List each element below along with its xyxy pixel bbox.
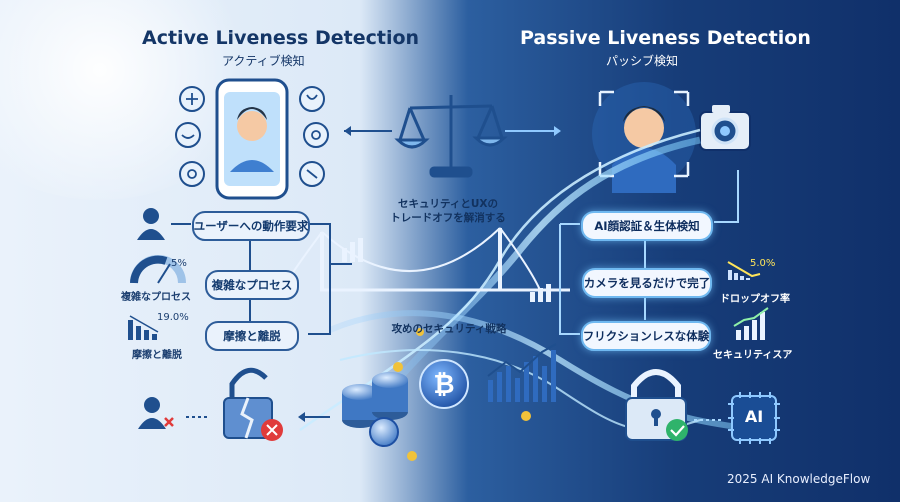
passive-step-2: カメラを見るだけで完了: [582, 268, 712, 298]
active-title: Active Liveness Detection: [142, 27, 420, 49]
gold-coin-icons: [393, 328, 531, 461]
passive-stat-1-label: ドロップオフ率: [720, 294, 790, 305]
active-stat-1-label: 複雑なプロセス: [121, 292, 191, 303]
bar-chart-icon: [342, 238, 551, 302]
right-flow-lines: [559, 170, 739, 335]
camera-icon: [699, 105, 751, 151]
security-score-chart-icon: [733, 307, 769, 340]
face-scan-icon: [592, 82, 696, 193]
passive-step-1: AI顔認証＆生体検知: [581, 211, 713, 241]
passive-subtitle: パッシブ検知: [606, 54, 679, 68]
secure-lock-icon: [625, 369, 688, 441]
active-step-1: ユーザーへの動作要求: [192, 211, 310, 241]
decline-chart-icon: [128, 315, 159, 340]
passive-step-3: フリクションレスな体験: [581, 321, 711, 351]
passive-stat-1-value: 5.0%: [750, 258, 776, 269]
phone-icon: [215, 78, 289, 200]
gauge-icon: [130, 255, 186, 284]
strategy-label: 攻めのセキュリティ戦略: [391, 323, 507, 335]
active-stat-2-value: 19.0%: [157, 312, 189, 323]
left-flow-lines: [171, 223, 352, 335]
passive-stat-2-label: セキュリティスア: [713, 350, 793, 361]
balance-scale-icon: [394, 95, 508, 178]
ai-chip-label: AI: [744, 407, 764, 426]
active-step-2: 複雑なプロセス: [205, 270, 299, 300]
active-step-3: 摩擦と離脱: [205, 321, 299, 351]
svg-text:₿: ₿: [433, 370, 454, 400]
passive-title: Passive Liveness Detection: [520, 27, 811, 49]
ai-chip-icon: [728, 392, 780, 444]
active-subtitle: アクティブ検知: [222, 54, 305, 68]
dropoff-chart-icon: [727, 261, 761, 280]
active-stat-2-label: 摩擦と離脱: [132, 350, 182, 361]
growth-chart-icon: [487, 343, 557, 402]
user-icon: [137, 208, 166, 429]
x-mark-icon: [164, 417, 174, 427]
active-stat-1-value: 5%: [171, 258, 187, 269]
footer-credit: 2025 AI KnowledgeFlow: [727, 472, 871, 486]
broken-lock-icon: [223, 367, 283, 441]
bitcoin-icon: ₿: [419, 359, 469, 409]
tradeoff-line-2: トレードオフを解消する: [390, 212, 506, 224]
gesture-icons: [175, 86, 329, 187]
tradeoff-line-1: セキュリティとUXの: [398, 198, 498, 210]
coin-stack-icon: [342, 372, 408, 447]
